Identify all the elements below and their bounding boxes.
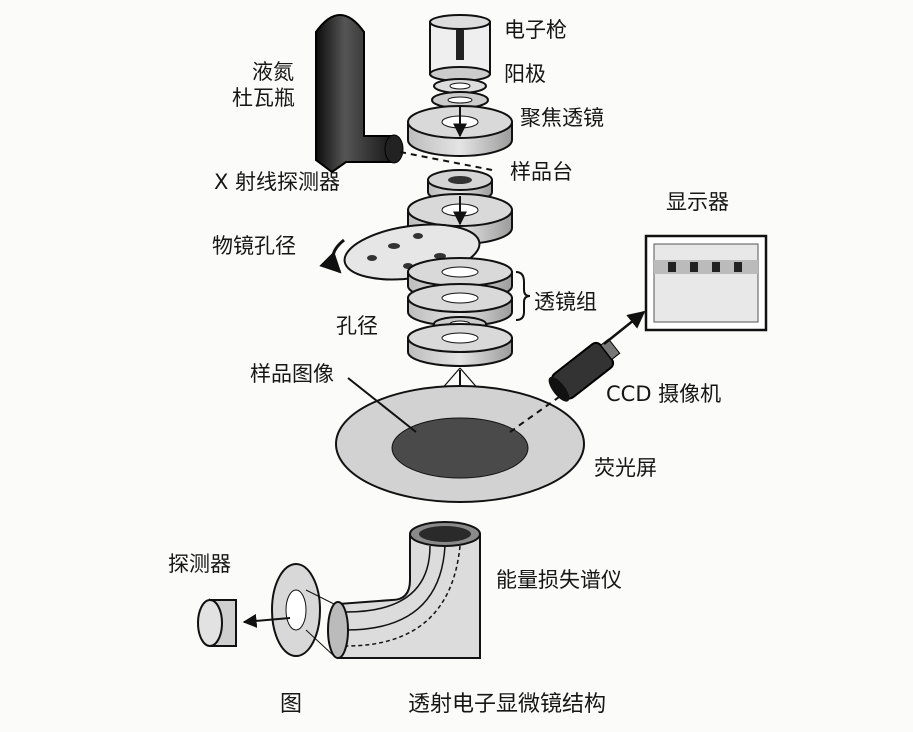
detector-label: 探测器 [168,552,231,576]
eels-to-ring-line-top [305,589,335,605]
detector-ring [271,563,321,657]
lens-group-label: 透镜组 [534,290,597,314]
fluorescent-screen [335,385,585,503]
sample-image-label: 样品图像 [250,362,334,386]
lens-group-brace [515,271,531,321]
anode-label: 阳极 [504,62,546,86]
caption-prefix: 图 [280,692,303,717]
objective-aperture-label: 物镜孔径 [212,234,296,258]
ln-dewar-label-line2: 杜瓦瓶 [232,86,295,110]
focus-lens-label: 聚焦透镜 [520,106,604,130]
eels-to-ring-line-bottom [305,629,335,657]
ln-dewar-label-line1: 液氮 [252,60,294,84]
caption-title: 透射电子显微镜结构 [408,692,607,717]
camera-to-display-arrow [603,310,646,345]
dewar-to-stage-line [399,151,493,171]
display-label: 显示器 [666,190,729,214]
aperture [407,316,513,367]
ring-to-detector-arrow [242,613,291,628]
ccd-camera-label: CCD 摄像机 [606,382,722,406]
eels-label: 能量损失谱仪 [496,568,622,592]
aperture-label: 孔径 [336,314,378,338]
electron-gun-label: 电子枪 [504,18,567,42]
rotation-arrow-icon [319,238,345,274]
screen-to-camera-line [509,391,567,433]
display-monitor [644,234,768,332]
ln-dewar [315,14,404,174]
sample-image-pointer [347,377,417,433]
detector-block [197,598,237,648]
electron-gun [429,14,491,82]
lens-group [407,257,513,327]
sample-stage-label: 样品台 [510,160,573,184]
fluorescent-screen-label: 荧光屏 [594,456,657,480]
energy-loss-spectrometer [327,521,481,659]
anode [431,78,489,109]
xray-detector-label: X 射线探测器 [214,170,341,194]
